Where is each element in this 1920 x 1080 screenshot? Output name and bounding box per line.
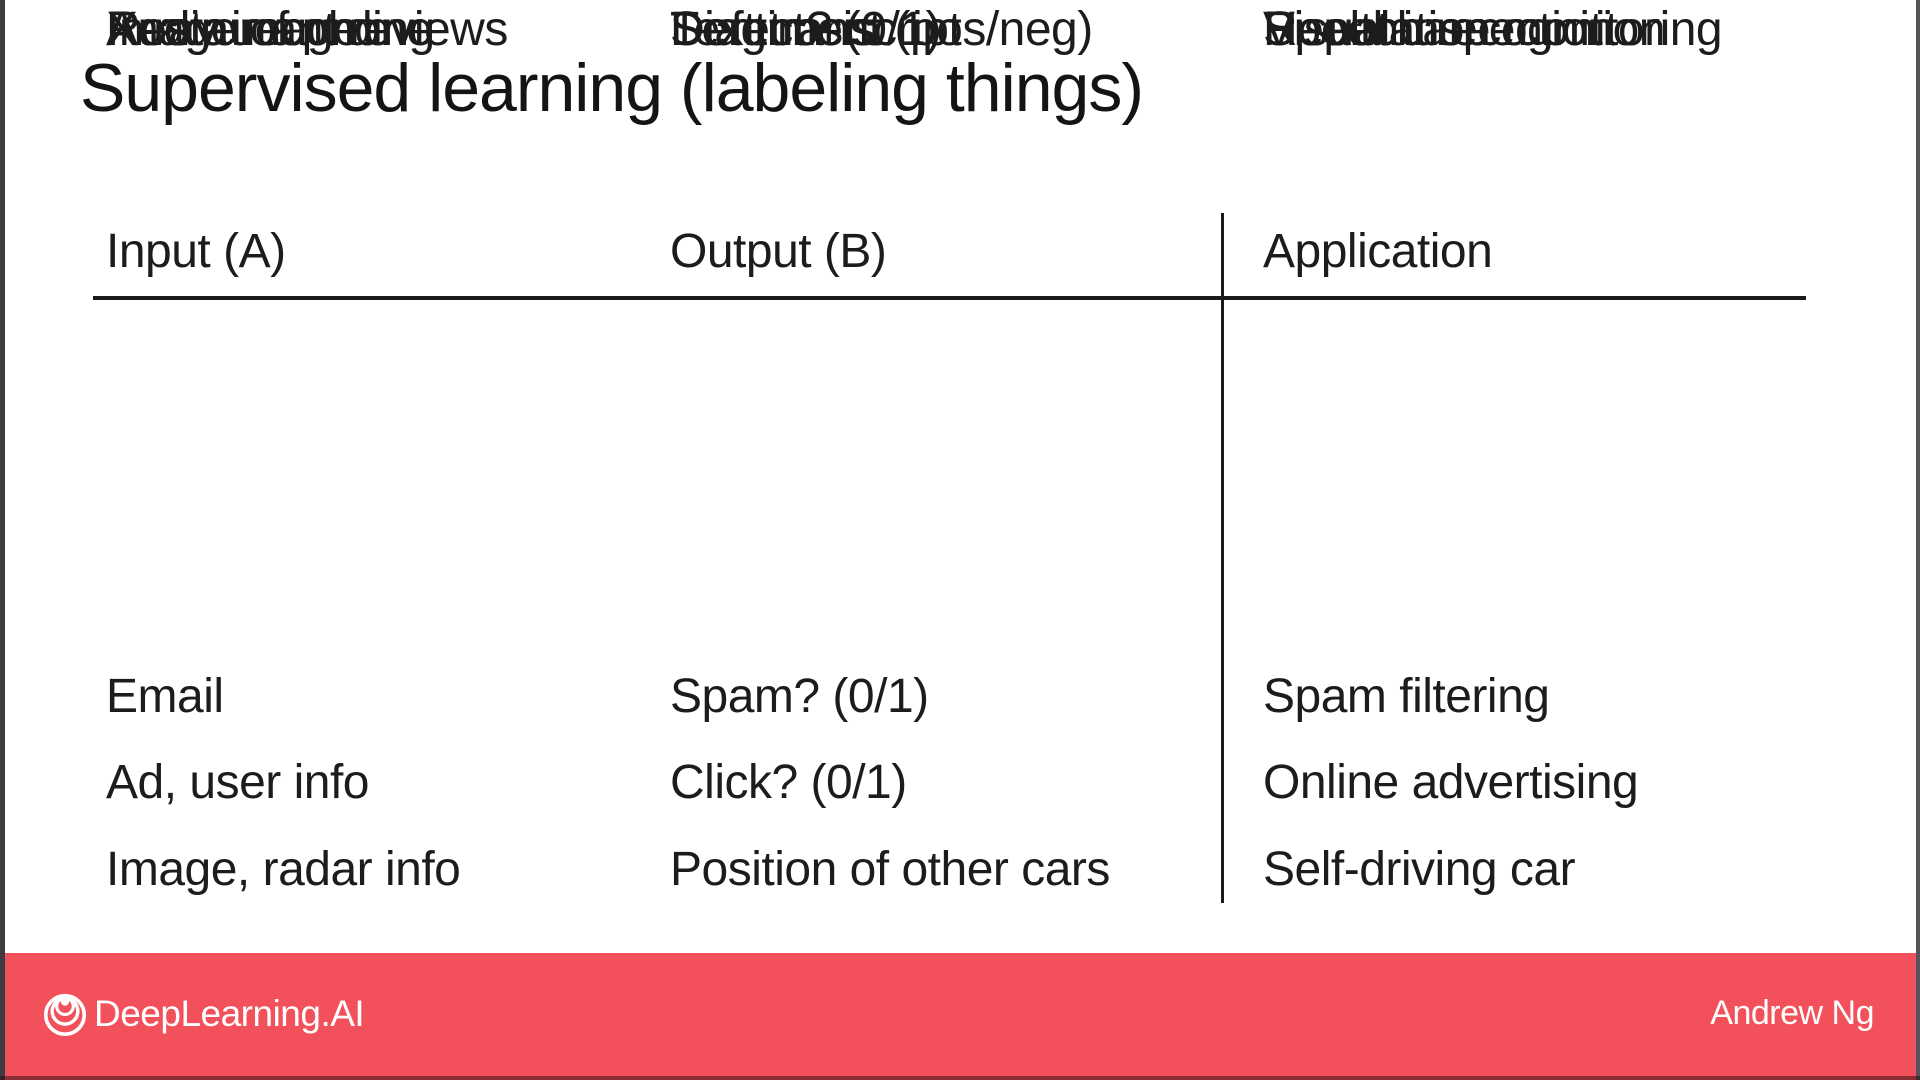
table-row: Ad, user info Click? (0/1) Online advert… — [0, 753, 1920, 813]
column-header-application: Application — [1263, 225, 1493, 278]
output-cell: Diagnosis — [670, 3, 877, 56]
table-header-row: Input (A) Output (B) Application — [0, 222, 1920, 282]
application-cell: Self-driving car — [1263, 843, 1576, 896]
input-cell: Image of phone — [106, 3, 433, 56]
input-cell: X-ray image — [106, 3, 360, 56]
output-cell: Sentiment (pos/neg) — [670, 3, 1093, 56]
input-cell: Ad, user info — [106, 756, 369, 809]
brand-name: DeepLearning.AI — [94, 992, 365, 1034]
application-cell: Visual inspection — [1263, 3, 1614, 56]
letterbox-edge-right — [1916, 0, 1920, 1080]
output-cell: Click? (0/1) — [670, 756, 907, 809]
header-divider-line — [93, 296, 1806, 300]
column-header-output: Output (B) — [670, 225, 887, 278]
application-cell: Healthcare — [1263, 3, 1491, 56]
column-divider-line — [1221, 213, 1224, 903]
application-cell: Online advertising — [1263, 756, 1639, 809]
output-cell: Spam? (0/1) — [670, 670, 929, 723]
output-cell: Text transcript — [670, 3, 962, 56]
footer-bar: DeepLearning.AI Andrew Ng — [0, 953, 1920, 1080]
output-cell: Position of other cars — [670, 843, 1110, 896]
table-row: Audio recording Text transcript Speech r… — [0, 0, 1920, 60]
table-row: Image of phone Defect? (0/1) Visual insp… — [0, 0, 1920, 60]
author-name: Andrew Ng — [1710, 994, 1874, 1032]
input-cell: Image, radar info — [106, 843, 461, 896]
letterbox-edge-bottom — [0, 1076, 1920, 1080]
slide-title: Supervised learning (labeling things) — [80, 50, 1144, 126]
brand-group: DeepLearning.AI — [43, 992, 365, 1036]
output-cell: Defect? (0/1) — [670, 3, 941, 56]
letterbox-edge-left — [0, 0, 5, 1080]
input-cell: Restaurant reviews — [106, 3, 508, 56]
table-row: Restaurant reviews Sentiment (pos/neg) R… — [0, 0, 1920, 60]
table-row: Email Spam? (0/1) Spam filtering — [0, 667, 1920, 727]
column-header-input: Input (A) — [106, 225, 286, 278]
input-cell: Audio recording — [106, 3, 435, 56]
application-cell: Spam filtering — [1263, 670, 1550, 723]
application-cell: Reputation monitoring — [1263, 3, 1723, 56]
table-row: Image, radar info Position of other cars… — [0, 840, 1920, 900]
application-cell: Speech recognition — [1263, 3, 1665, 56]
input-cell: Email — [106, 670, 224, 723]
deeplearning-ai-logo-icon — [43, 993, 87, 1036]
table-row: X-ray image Diagnosis Healthcare — [0, 0, 1920, 60]
